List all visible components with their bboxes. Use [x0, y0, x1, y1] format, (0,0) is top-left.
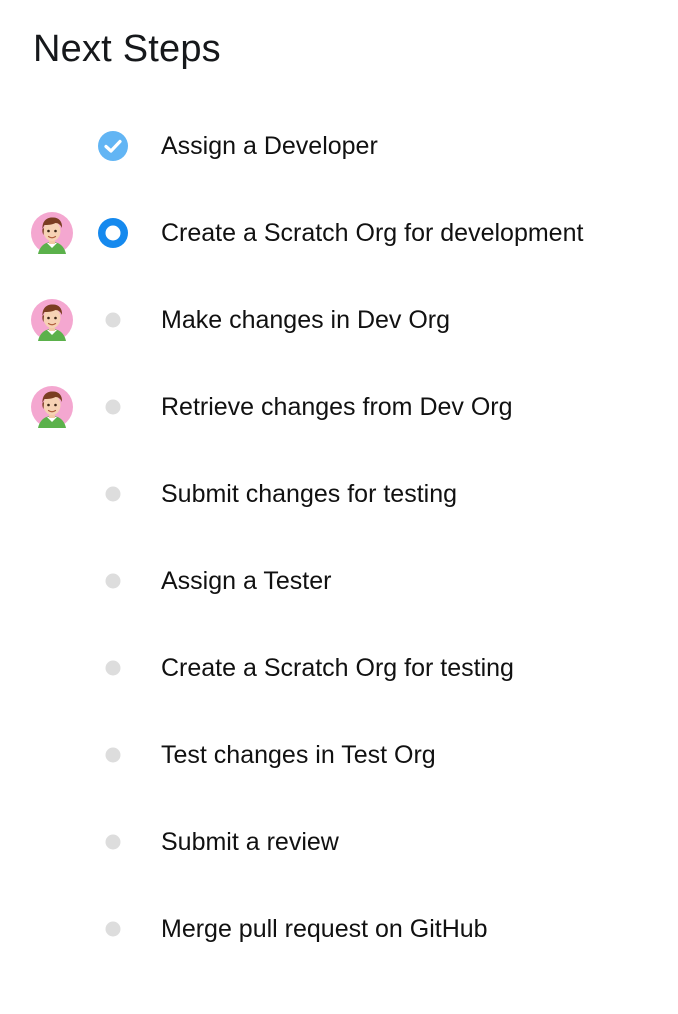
step-label: Merge pull request on GitHub: [161, 915, 488, 943]
avatar-slot: [31, 125, 73, 167]
avatar-slot: [31, 647, 73, 689]
pending-dot-icon: [97, 391, 129, 423]
step-assign-developer[interactable]: Assign a Developer: [0, 102, 678, 189]
avatar-slot: [31, 734, 73, 776]
user-avatar: [31, 212, 73, 254]
avatar-slot: [31, 473, 73, 515]
current-step-ring-icon: [97, 217, 129, 249]
step-label: Submit changes for testing: [161, 480, 457, 508]
step-label: Assign a Tester: [161, 567, 332, 595]
step-label: Create a Scratch Org for testing: [161, 654, 514, 682]
step-create-scratch-org-development[interactable]: Create a Scratch Org for development: [0, 189, 678, 276]
step-make-changes-dev-org[interactable]: Make changes in Dev Org: [0, 276, 678, 363]
step-label: Retrieve changes from Dev Org: [161, 393, 513, 421]
pending-dot-icon: [97, 826, 129, 858]
step-test-changes-test-org[interactable]: Test changes in Test Org: [0, 711, 678, 798]
step-retrieve-changes-dev-org[interactable]: Retrieve changes from Dev Org: [0, 363, 678, 450]
step-create-scratch-org-testing[interactable]: Create a Scratch Org for testing: [0, 624, 678, 711]
user-avatar: [31, 386, 73, 428]
step-merge-pull-request[interactable]: Merge pull request on GitHub: [0, 885, 678, 972]
step-submit-changes-testing[interactable]: Submit changes for testing: [0, 450, 678, 537]
step-label: Create a Scratch Org for development: [161, 219, 584, 247]
step-label: Make changes in Dev Org: [161, 306, 451, 334]
step-label: Assign a Developer: [161, 132, 378, 160]
step-assign-tester[interactable]: Assign a Tester: [0, 537, 678, 624]
step-label: Submit a review: [161, 828, 339, 856]
pending-dot-icon: [97, 478, 129, 510]
pending-dot-icon: [97, 304, 129, 336]
step-submit-review[interactable]: Submit a review: [0, 798, 678, 885]
avatar-slot: [31, 908, 73, 950]
next-steps-list: Assign a Developer Create a Scratch Org …: [0, 102, 678, 972]
avatar-slot: [31, 386, 73, 428]
step-label: Test changes in Test Org: [161, 741, 436, 769]
avatar-slot: [31, 299, 73, 341]
pending-dot-icon: [97, 739, 129, 771]
avatar-slot: [31, 821, 73, 863]
completed-check-icon: [97, 130, 129, 162]
pending-dot-icon: [97, 913, 129, 945]
avatar-slot: [31, 560, 73, 602]
pending-dot-icon: [97, 565, 129, 597]
user-avatar: [31, 299, 73, 341]
pending-dot-icon: [97, 652, 129, 684]
page-title: Next Steps: [33, 28, 221, 70]
avatar-slot: [31, 212, 73, 254]
